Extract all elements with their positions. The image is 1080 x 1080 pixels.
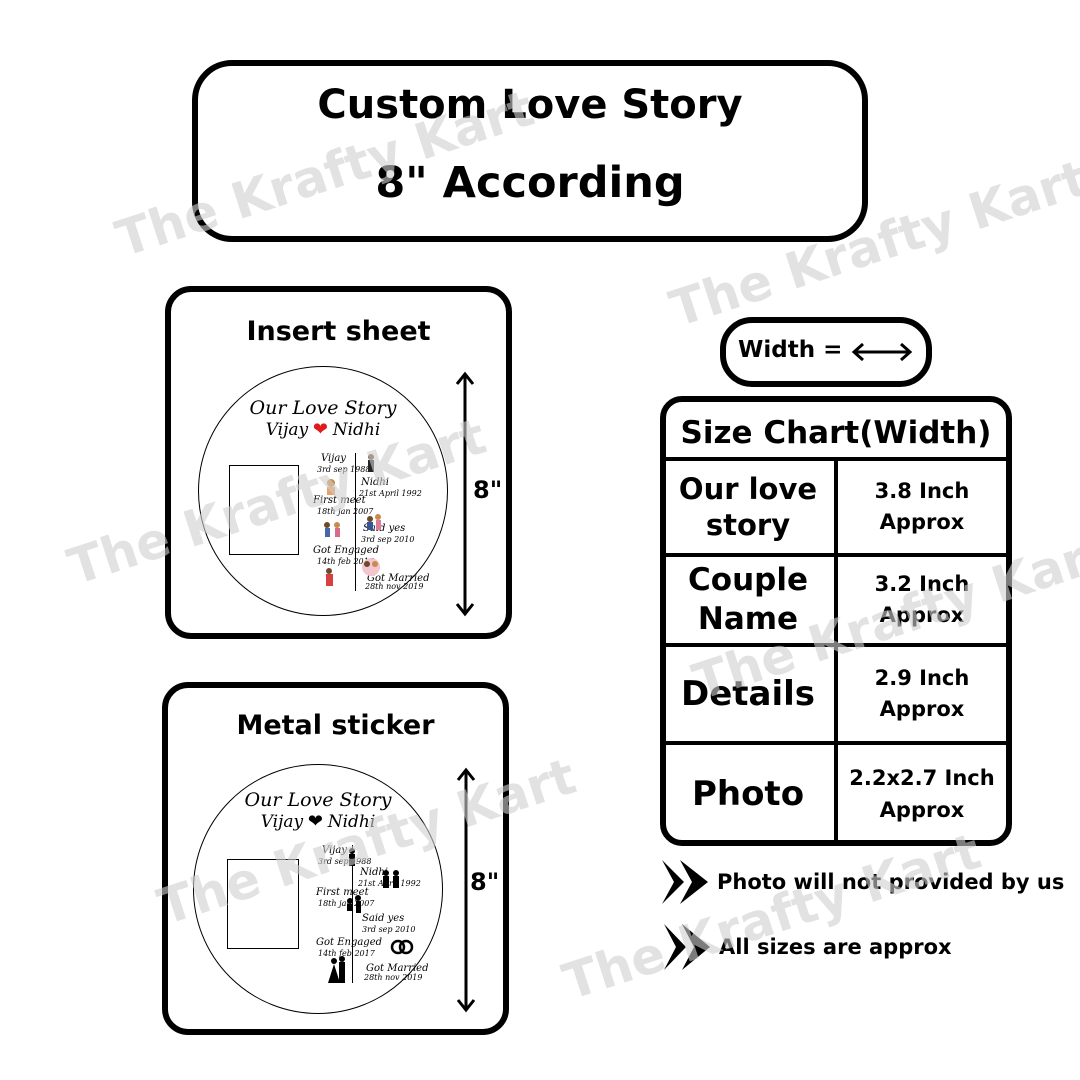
heart-icon: ❤ xyxy=(307,811,323,831)
event-label: Vijay xyxy=(321,453,346,464)
double-chevron-icon xyxy=(664,924,710,970)
event-label: Nidhi xyxy=(360,867,388,878)
event-date: 3rd sep 2010 xyxy=(361,535,415,544)
photo-frame xyxy=(227,859,299,949)
event-label: First meet xyxy=(313,495,366,506)
table-row: Our love story 3.8 Inch Approx xyxy=(666,457,1006,553)
groom-figure-icon xyxy=(368,454,374,472)
bride-figure-icon xyxy=(327,479,335,495)
rings-icon xyxy=(390,939,414,955)
size-chart-item: Details xyxy=(680,673,816,714)
proposal-silhouette-icon xyxy=(347,895,361,913)
event-date: 21st April 1992 xyxy=(358,879,421,888)
design-name-1: Vijay xyxy=(260,812,304,832)
timeline-line xyxy=(352,845,353,983)
size-chart-size: 2.2x2.7 Inch Approx xyxy=(834,745,1006,840)
size-chart-item: Photo xyxy=(691,774,805,815)
event-label: Got Engaged xyxy=(316,937,383,948)
event-date: 3rd sep 1988 xyxy=(318,857,372,866)
design-couple-name: Vijay ❤ Nidhi xyxy=(199,419,447,440)
event-label: Got Married xyxy=(367,573,430,584)
design-name-1: Vijay xyxy=(265,420,309,440)
event-date: 3rd sep 2010 xyxy=(362,925,416,934)
engagement-figure-icon xyxy=(362,558,380,576)
design-heading: Our Love Story xyxy=(249,397,397,419)
design-couple-name: Vijay ❤ Nidhi xyxy=(194,811,442,832)
event-label: Got Engaged xyxy=(313,545,380,556)
event-date: 21st April 1992 xyxy=(359,489,422,498)
metal-sticker-design: Our Love Story Vijay ❤ Nidhi Vijay 3rd s… xyxy=(193,764,443,1014)
height-arrow-icon xyxy=(455,371,475,617)
size-chart-item: Our love story xyxy=(678,471,818,542)
wedding-silhouette-icon xyxy=(328,956,345,983)
event-date: 28th nov 2019 xyxy=(365,582,424,591)
silhouette-illustrations xyxy=(328,848,414,983)
event-label: Got Married xyxy=(366,963,429,974)
event-label: Said yes xyxy=(363,523,406,534)
groom-silhouette-icon xyxy=(349,848,355,866)
insert-sheet-design: Our Love Story Vijay ❤ Nidhi Vijay 3rd s… xyxy=(198,366,448,616)
table-row: Details 2.9 Inch Approx xyxy=(666,643,1006,741)
height-arrow-icon xyxy=(456,767,476,1013)
insert-dimension-label: 8" xyxy=(473,476,503,504)
title-line-2: 8" According xyxy=(375,158,685,208)
design-heading: Our Love Story xyxy=(244,789,392,811)
insert-sheet-panel: Insert sheet Our Love Story Vijay ❤ Nidh… xyxy=(165,286,512,639)
event-date: 18th jan 2007 xyxy=(317,507,374,516)
metal-dimension-label: 8" xyxy=(470,868,500,896)
note-photo: Photo will not provided by us xyxy=(717,870,1065,894)
size-chart-title: Size Chart(Width) xyxy=(680,415,992,451)
table-row: Couple Name 3.2 Inch Approx xyxy=(666,553,1006,643)
double-chevron-icon xyxy=(662,860,708,904)
metal-sticker-label: Metal sticker xyxy=(236,710,435,741)
size-chart-size: 3.2 Inch Approx xyxy=(834,557,1006,643)
couple-illustrations xyxy=(324,454,381,586)
design-name-2: Nidhi xyxy=(332,420,381,440)
size-chart-size: 2.9 Inch Approx xyxy=(834,647,1006,741)
heart-icon: ❤ xyxy=(312,419,328,439)
size-chart-size: 3.8 Inch Approx xyxy=(834,461,1006,553)
note-approx: All sizes are approx xyxy=(719,935,952,959)
wedding-figure-icon xyxy=(326,568,333,586)
proposal-figure-icon xyxy=(367,514,381,530)
title-line-1: Custom Love Story xyxy=(317,82,743,128)
first-meet-figure-icon xyxy=(324,522,340,537)
event-date: 18th jan 2007 xyxy=(318,899,375,908)
event-label: Nidhi xyxy=(361,477,389,488)
double-arrow-icon xyxy=(851,342,913,362)
photo-frame xyxy=(229,465,299,555)
size-chart: Size Chart(Width) Our love story 3.8 Inc… xyxy=(660,396,1012,846)
timeline-line xyxy=(355,453,356,591)
watermark: The Krafty Kart xyxy=(556,822,988,1012)
table-row: Photo 2.2x2.7 Inch Approx xyxy=(666,741,1006,840)
event-label: Vijay xyxy=(322,845,347,856)
width-badge-text: Width = xyxy=(738,337,843,363)
event-label: First meet xyxy=(316,887,369,898)
design-name-2: Nidhi xyxy=(327,812,376,832)
size-chart-item: Couple Name xyxy=(688,562,808,637)
title-box: Custom Love Story 8" According xyxy=(192,60,868,242)
insert-sheet-label: Insert sheet xyxy=(246,316,431,347)
event-date: 28th nov 2019 xyxy=(364,973,423,982)
event-date: 14th feb 2017 xyxy=(317,557,374,566)
event-label: Said yes xyxy=(362,913,405,924)
width-badge: Width = xyxy=(720,317,932,387)
event-date: 14th feb 2017 xyxy=(318,949,375,958)
event-date: 3rd sep 1988 xyxy=(317,465,371,474)
couple-silhouette-icon xyxy=(383,870,399,888)
metal-sticker-panel: Metal sticker Our Love Story Vijay ❤ Nid… xyxy=(162,682,509,1035)
